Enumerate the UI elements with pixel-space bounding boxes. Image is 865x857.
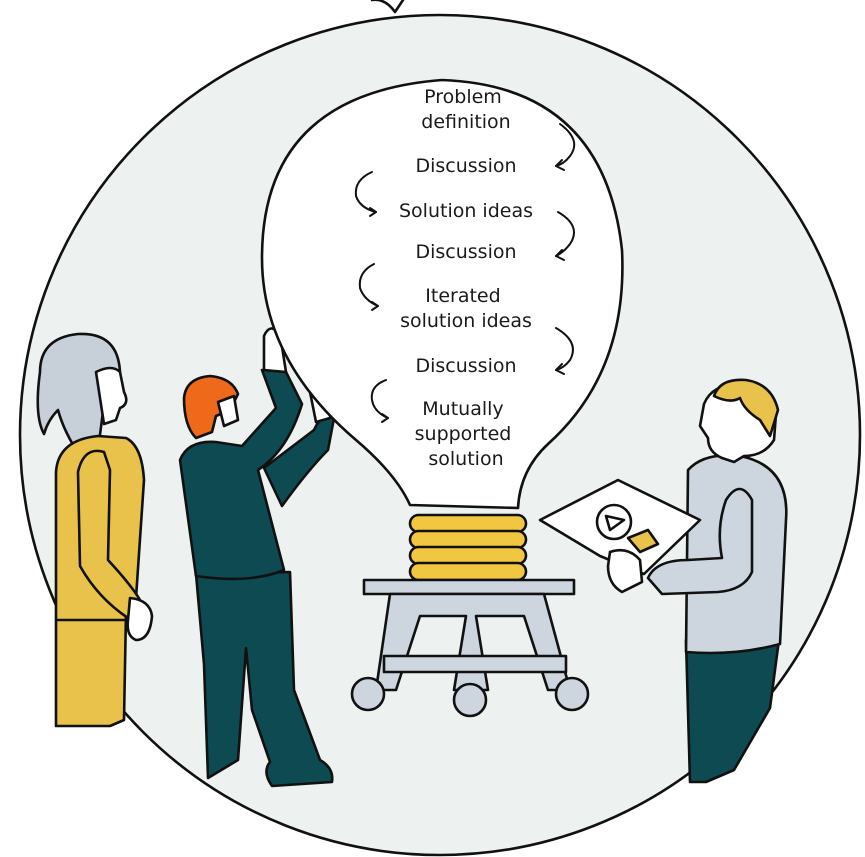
step-problem-definition: Problem definition — [421, 86, 510, 133]
step-line: solution ideas — [400, 310, 532, 332]
stool-top — [362, 578, 576, 596]
curved-arrow-icon — [370, 379, 389, 423]
woman-figure — [36, 332, 154, 728]
stool-brace — [382, 654, 568, 674]
blueprint-bulb-base — [626, 528, 660, 554]
step-line: Discussion — [415, 355, 516, 377]
man-right-figure — [538, 378, 788, 784]
woman-face — [94, 366, 128, 426]
step-line: supported — [415, 423, 512, 445]
right-man-arm — [646, 487, 754, 596]
step-line: Iterated — [425, 285, 500, 307]
curved-arrow-icon — [354, 171, 377, 217]
lightbulb-glass — [260, 78, 624, 510]
flow-arrows — [354, 123, 576, 423]
step-mutually-supported-solution: Mutually supported solution — [415, 398, 518, 470]
step-solution-ideas: Solution ideas — [399, 200, 533, 222]
step-line: Solution ideas — [399, 200, 533, 222]
step-discussion-3: Discussion — [415, 355, 516, 377]
teal-man-ear — [216, 394, 240, 428]
man-teal-figure — [178, 327, 336, 788]
stool-wheel-right — [554, 676, 590, 712]
curved-arrow-icon — [358, 263, 379, 311]
step-discussion-2: Discussion — [415, 241, 516, 263]
hanging-line — [370, 0, 405, 14]
step-discussion-1: Discussion — [415, 155, 516, 177]
right-man-hand — [606, 548, 644, 594]
woman-arm — [76, 449, 142, 620]
step-line: definition — [421, 111, 510, 133]
stool-wheel-mid — [452, 682, 488, 718]
right-man-legs — [684, 630, 782, 784]
step-line: Discussion — [415, 155, 516, 177]
curved-arrow-icon — [555, 327, 574, 375]
right-man-hair — [712, 378, 780, 438]
process-steps: Problem definition Discussion Solution i… — [399, 86, 533, 470]
teal-man-legs — [194, 570, 334, 788]
step-line: solution — [428, 448, 503, 470]
curved-arrow-icon — [555, 211, 575, 261]
step-line: Problem — [424, 86, 502, 108]
stool-wheel-left — [350, 676, 386, 712]
step-line: Mutually — [422, 398, 503, 420]
teal-man-torso — [178, 368, 304, 581]
teal-man-hair — [182, 374, 240, 440]
woman-hand — [126, 596, 154, 642]
step-iterated-solution-ideas: Iterated solution ideas — [400, 285, 532, 332]
step-line: Discussion — [415, 241, 516, 263]
curved-arrow-icon — [555, 123, 576, 171]
stool — [350, 578, 590, 718]
lightbulb-coil — [408, 513, 528, 582]
blueprint-bulb-triangle — [604, 514, 626, 532]
